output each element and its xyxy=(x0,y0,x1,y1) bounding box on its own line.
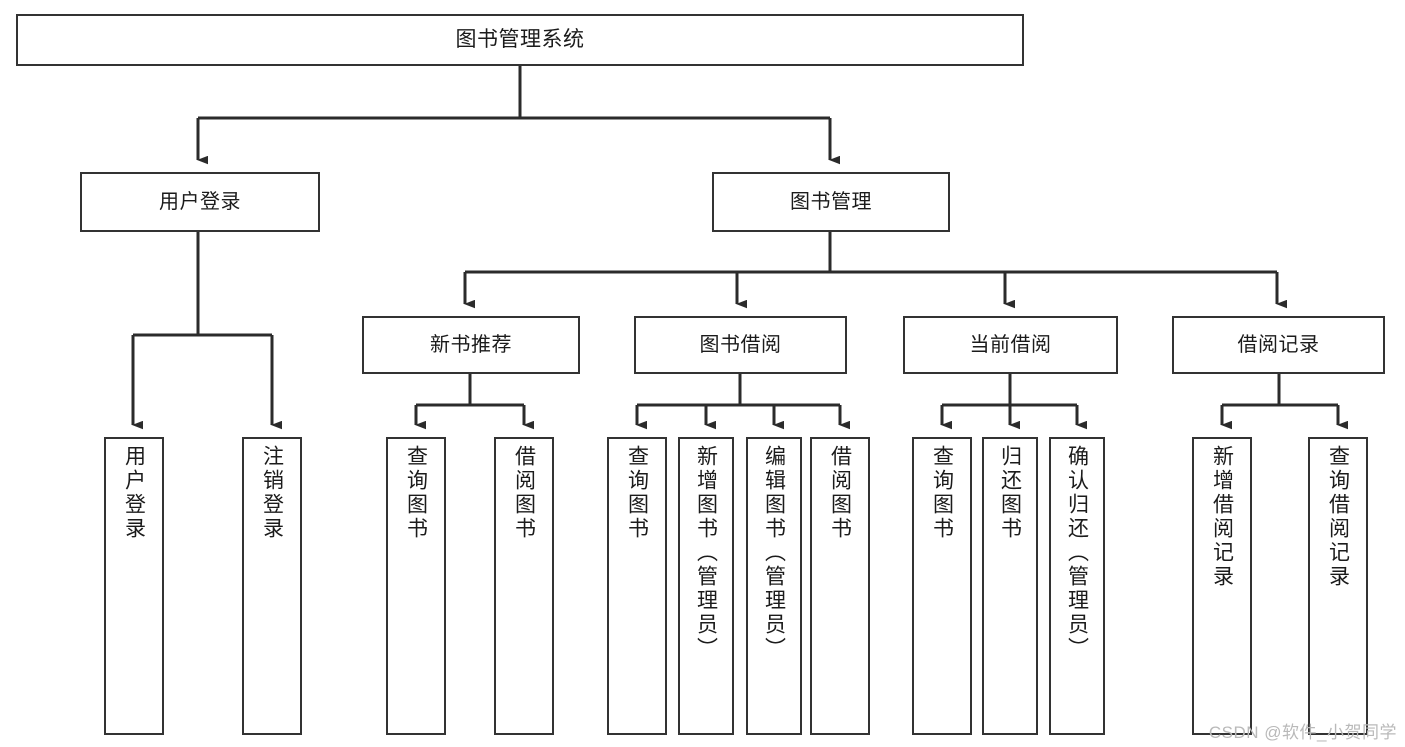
node-user-login[interactable]: 用户登录 xyxy=(80,172,320,232)
node-label: 图书管理系统 xyxy=(455,28,585,52)
leaf-query-book-recommend[interactable]: 查询图书 xyxy=(386,437,446,735)
leaf-logout-login[interactable]: 注销登录 xyxy=(242,437,302,735)
node-new-book-recommend[interactable]: 新书推荐 xyxy=(362,316,580,374)
leaf-user-login[interactable]: 用户登录 xyxy=(104,437,164,735)
node-current-borrow[interactable]: 当前借阅 xyxy=(903,316,1118,374)
node-label: 查询图书 xyxy=(404,445,428,541)
node-book-borrow[interactable]: 图书借阅 xyxy=(634,316,847,374)
node-label: 用户登录 xyxy=(122,445,146,541)
leaf-return-book[interactable]: 归还图书 xyxy=(982,437,1038,735)
leaf-add-book-admin[interactable]: 新增图书（管理员） xyxy=(678,437,734,735)
node-label: 当前借阅 xyxy=(969,333,1052,356)
node-label: 图书借阅 xyxy=(699,333,782,356)
node-label: 查询图书 xyxy=(930,445,954,541)
leaf-query-borrow-record[interactable]: 查询借阅记录 xyxy=(1308,437,1368,735)
node-book-management[interactable]: 图书管理 xyxy=(712,172,950,232)
node-label: 归还图书 xyxy=(998,445,1022,541)
node-label: 新增借阅记录 xyxy=(1210,445,1234,589)
node-label: 注销登录 xyxy=(260,445,284,541)
leaf-edit-book-admin[interactable]: 编辑图书（管理员） xyxy=(746,437,802,735)
node-label: 借阅图书 xyxy=(828,445,852,541)
node-label: 新增图书（管理员） xyxy=(694,445,718,661)
node-label: 确认归还（管理员） xyxy=(1065,445,1089,661)
node-label: 用户登录 xyxy=(159,190,241,213)
node-borrow-record[interactable]: 借阅记录 xyxy=(1172,316,1385,374)
node-label: 借阅记录 xyxy=(1237,333,1320,356)
node-label: 编辑图书（管理员） xyxy=(762,445,786,661)
node-label: 查询图书 xyxy=(625,445,649,541)
node-label: 新书推荐 xyxy=(430,333,512,356)
leaf-query-book-borrow[interactable]: 查询图书 xyxy=(607,437,667,735)
leaf-borrow-book-recommend[interactable]: 借阅图书 xyxy=(494,437,554,735)
leaf-confirm-return-admin[interactable]: 确认归还（管理员） xyxy=(1049,437,1105,735)
node-label: 查询借阅记录 xyxy=(1326,445,1350,589)
node-label: 借阅图书 xyxy=(512,445,536,541)
leaf-query-book-current[interactable]: 查询图书 xyxy=(912,437,972,735)
node-label: 图书管理 xyxy=(790,190,872,213)
leaf-add-borrow-record[interactable]: 新增借阅记录 xyxy=(1192,437,1252,735)
node-root-system[interactable]: 图书管理系统 xyxy=(16,14,1024,66)
leaf-borrow-book[interactable]: 借阅图书 xyxy=(810,437,870,735)
